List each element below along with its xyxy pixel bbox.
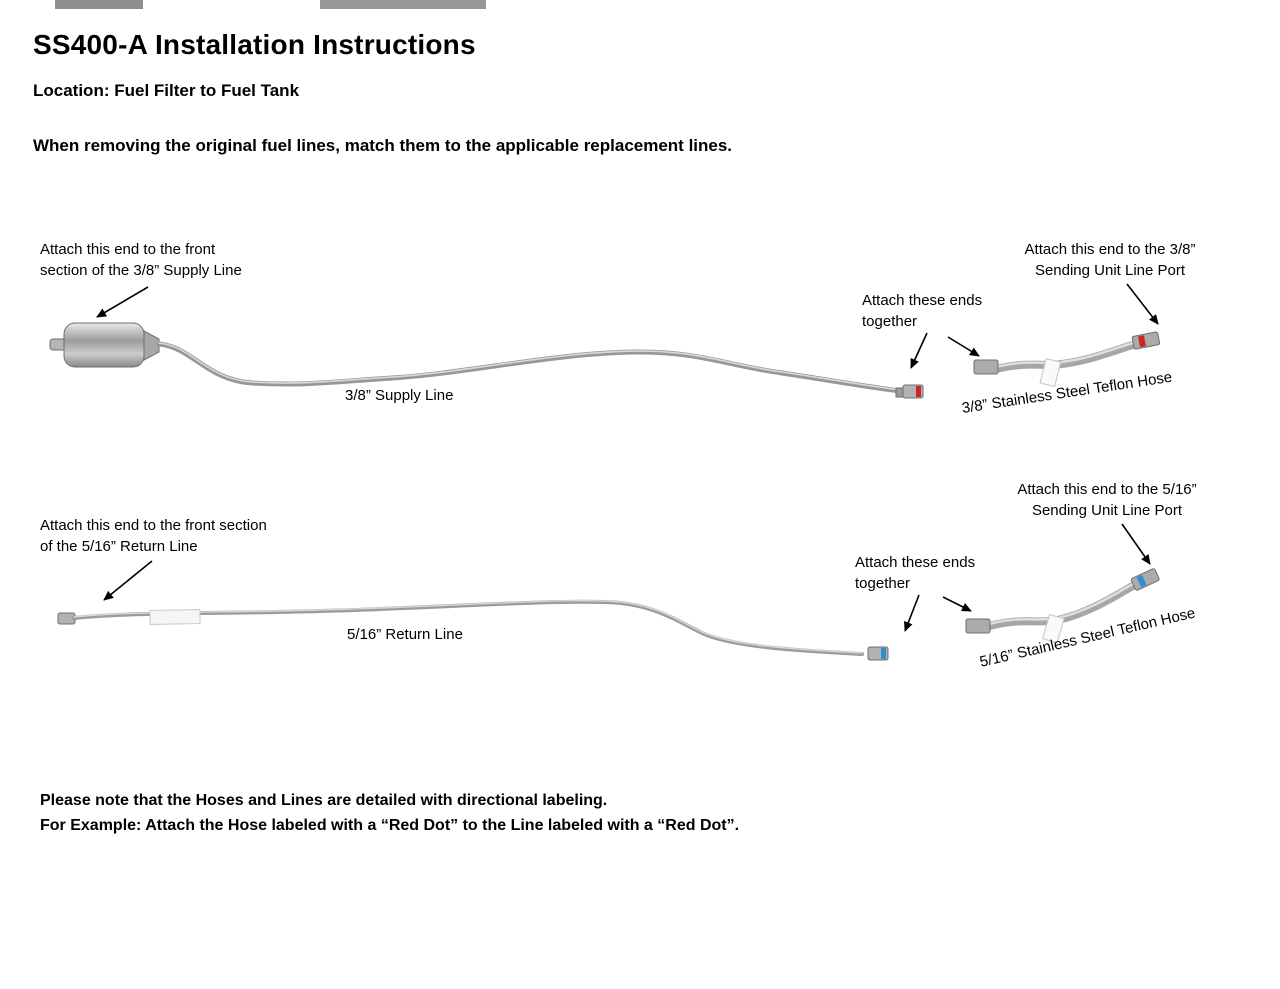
arrow bbox=[947, 336, 980, 357]
line-tag bbox=[149, 609, 201, 625]
red-dot-marker bbox=[916, 386, 921, 397]
location-line: Location: Fuel Filter to Fuel Tank bbox=[33, 81, 300, 100]
blue-dot-marker bbox=[881, 648, 886, 659]
supply-attach-port-label: Attach this end to the 3/8” Sending Unit… bbox=[1024, 241, 1196, 279]
arrow bbox=[910, 332, 928, 369]
supply-attach-front-label: Attach this end to the front section of … bbox=[40, 241, 242, 279]
page-title: SS400-A Installation Instructions bbox=[33, 29, 476, 60]
footer-note-line2: For Example: Attach the Hose labeled wit… bbox=[40, 817, 740, 834]
return-line-graphic bbox=[57, 599, 889, 661]
hose-tag bbox=[1039, 358, 1062, 388]
return-attach-front-label: Attach this end to the front section of … bbox=[40, 517, 267, 555]
arrow bbox=[96, 286, 149, 318]
arrow bbox=[1121, 523, 1151, 565]
arrow bbox=[103, 560, 153, 601]
arrow bbox=[904, 594, 920, 632]
supply-line-graphic bbox=[156, 341, 924, 399]
cropped-logo-fragment-left bbox=[55, 0, 143, 9]
supply-hose-left-fitting bbox=[973, 359, 999, 375]
supply-line-label: 3/8” Supply Line bbox=[345, 387, 454, 404]
supply-hose-right-fitting bbox=[1131, 331, 1161, 350]
return-hose-graphic bbox=[965, 568, 1160, 644]
red-dot-marker bbox=[1137, 335, 1146, 348]
filter-outlet-neck bbox=[143, 330, 160, 361]
arrow bbox=[1126, 283, 1159, 325]
supply-line-assembly bbox=[49, 283, 1161, 399]
return-hose-left-fitting bbox=[965, 618, 991, 634]
intro-line: When removing the original fuel lines, m… bbox=[33, 136, 733, 155]
return-attach-together-label: Attach these ends together bbox=[855, 554, 976, 592]
supply-hose-graphic bbox=[973, 331, 1161, 388]
blue-dot-marker bbox=[1136, 574, 1147, 588]
supply-attach-together-label: Attach these ends together bbox=[862, 292, 983, 330]
hose-tag bbox=[1042, 613, 1065, 644]
filter-body bbox=[63, 322, 145, 368]
return-attach-port-label: Attach this end to the 5/16” Sending Uni… bbox=[1017, 481, 1197, 519]
fuel-filter-graphic bbox=[49, 322, 160, 368]
return-hose-right-fitting bbox=[1130, 568, 1160, 591]
footer-note-line1: Please note that the Hoses and Lines are… bbox=[40, 792, 608, 809]
cropped-logo-fragment-right bbox=[320, 0, 486, 9]
return-line-assembly bbox=[57, 523, 1160, 661]
arrow bbox=[942, 596, 972, 612]
return-line-label: 5/16” Return Line bbox=[347, 626, 463, 643]
